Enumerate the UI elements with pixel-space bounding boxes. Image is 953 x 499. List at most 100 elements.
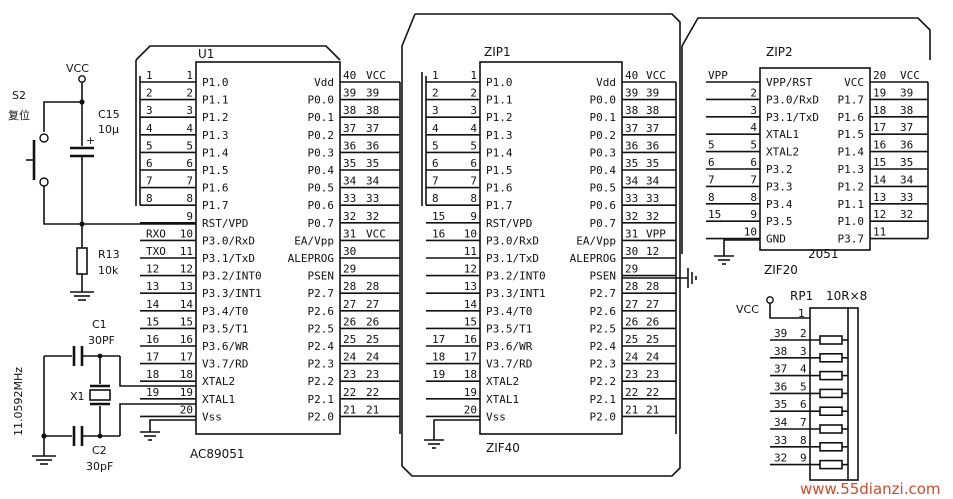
pin-number: 4 bbox=[470, 122, 477, 135]
crystal-frequency: 11.0592MHz bbox=[12, 367, 25, 436]
pin-number: 39 bbox=[343, 87, 356, 100]
net-label: 34 bbox=[646, 175, 660, 188]
net-label: 35 bbox=[366, 157, 379, 170]
pin-name: EA/Vpp bbox=[294, 234, 334, 247]
pin-number: 22 bbox=[343, 386, 356, 399]
net-label: 35 bbox=[900, 156, 913, 169]
net-label: 2 bbox=[146, 87, 153, 100]
net-label: 3 bbox=[432, 104, 439, 117]
net-label: 3 bbox=[146, 104, 153, 117]
pin-number: 27 bbox=[625, 298, 638, 311]
x1-ref: X1 bbox=[70, 390, 85, 403]
pin-number: 37 bbox=[343, 122, 356, 135]
pin-number: 19 bbox=[180, 386, 193, 399]
net-label: 37 bbox=[366, 122, 379, 135]
c2-ref: C2 bbox=[92, 444, 107, 457]
net-label: 28 bbox=[646, 280, 659, 293]
pin-number: 19 bbox=[873, 86, 886, 99]
pin-number: 14 bbox=[873, 173, 887, 186]
pin-number: 23 bbox=[625, 368, 638, 381]
net-label: 38 bbox=[646, 104, 659, 117]
pin-name: P1.0 bbox=[486, 76, 513, 89]
zip2-body bbox=[759, 67, 871, 251]
net-label: 23 bbox=[366, 368, 379, 381]
pin-name: VPP/RST bbox=[766, 76, 813, 89]
pin-name: ALEPROG bbox=[570, 252, 616, 265]
net-label: 21 bbox=[646, 403, 659, 416]
pin-number: 4 bbox=[186, 122, 193, 135]
pin-name: P1.2 bbox=[202, 111, 229, 124]
net-label: 39 bbox=[646, 87, 659, 100]
net-label: 22 bbox=[366, 386, 379, 399]
pin-name: P0.2 bbox=[590, 129, 617, 142]
net-label: 39 bbox=[900, 86, 913, 99]
net-label: 34 bbox=[366, 175, 380, 188]
pin-number: 40 bbox=[625, 69, 638, 82]
switch-contact-icon bbox=[39, 133, 49, 143]
zip1-grounds bbox=[424, 268, 697, 449]
pin-name: P1.1 bbox=[486, 94, 513, 107]
pin-name: P3.2 bbox=[766, 163, 793, 176]
net-label: 4 bbox=[432, 122, 439, 135]
net-label: 33 bbox=[366, 192, 379, 205]
net-label: 12 bbox=[146, 263, 159, 276]
pin-name: P0.3 bbox=[308, 146, 335, 159]
pin-number: 6 bbox=[186, 157, 193, 170]
pin-name: XTAL1 bbox=[766, 128, 799, 141]
net-label: 27 bbox=[366, 298, 379, 311]
pin-name: P1.5 bbox=[486, 164, 513, 177]
pin-name: P1.0 bbox=[838, 215, 865, 228]
net-label: 16 bbox=[146, 333, 159, 346]
net-label: 27 bbox=[646, 298, 659, 311]
pin-name: V3.7/RD bbox=[486, 358, 532, 371]
pin-name: P2.1 bbox=[590, 393, 617, 406]
u1-notch-outline bbox=[135, 45, 341, 61]
net-label: 14 bbox=[146, 298, 160, 311]
net-label: 35 bbox=[774, 398, 787, 411]
pin-number: 26 bbox=[343, 315, 356, 328]
pin-name: P3.4 bbox=[766, 198, 793, 211]
net-label: 38 bbox=[366, 104, 379, 117]
pin-number: 2 bbox=[750, 86, 757, 99]
pin-number: 11 bbox=[464, 245, 477, 258]
pin-name: P2.7 bbox=[308, 287, 335, 300]
pin-number: 34 bbox=[343, 175, 357, 188]
u1-part: AC89051 bbox=[190, 447, 245, 461]
net-label: VCC bbox=[366, 69, 386, 82]
pin-number: 3 bbox=[750, 104, 757, 117]
pin-name: PSEN bbox=[590, 270, 617, 283]
pin-name: P1.4 bbox=[838, 146, 865, 159]
pin-number: 11 bbox=[873, 226, 886, 239]
pin-name: P2.6 bbox=[590, 305, 617, 318]
pin-number: 3 bbox=[186, 104, 193, 117]
net-label: 7 bbox=[708, 173, 715, 186]
pin-number: 25 bbox=[343, 333, 356, 346]
pin-name: P0.7 bbox=[590, 217, 617, 230]
pin-name: XTAL2 bbox=[202, 375, 235, 388]
pin-name: P1.1 bbox=[202, 94, 229, 107]
pin-number: 3 bbox=[800, 345, 807, 358]
net-label: 32 bbox=[900, 208, 913, 221]
u1-chip: U1 AC89051 11P1.022P1.133P1.244P1.355P1.… bbox=[135, 45, 400, 461]
net-label: 26 bbox=[646, 315, 659, 328]
